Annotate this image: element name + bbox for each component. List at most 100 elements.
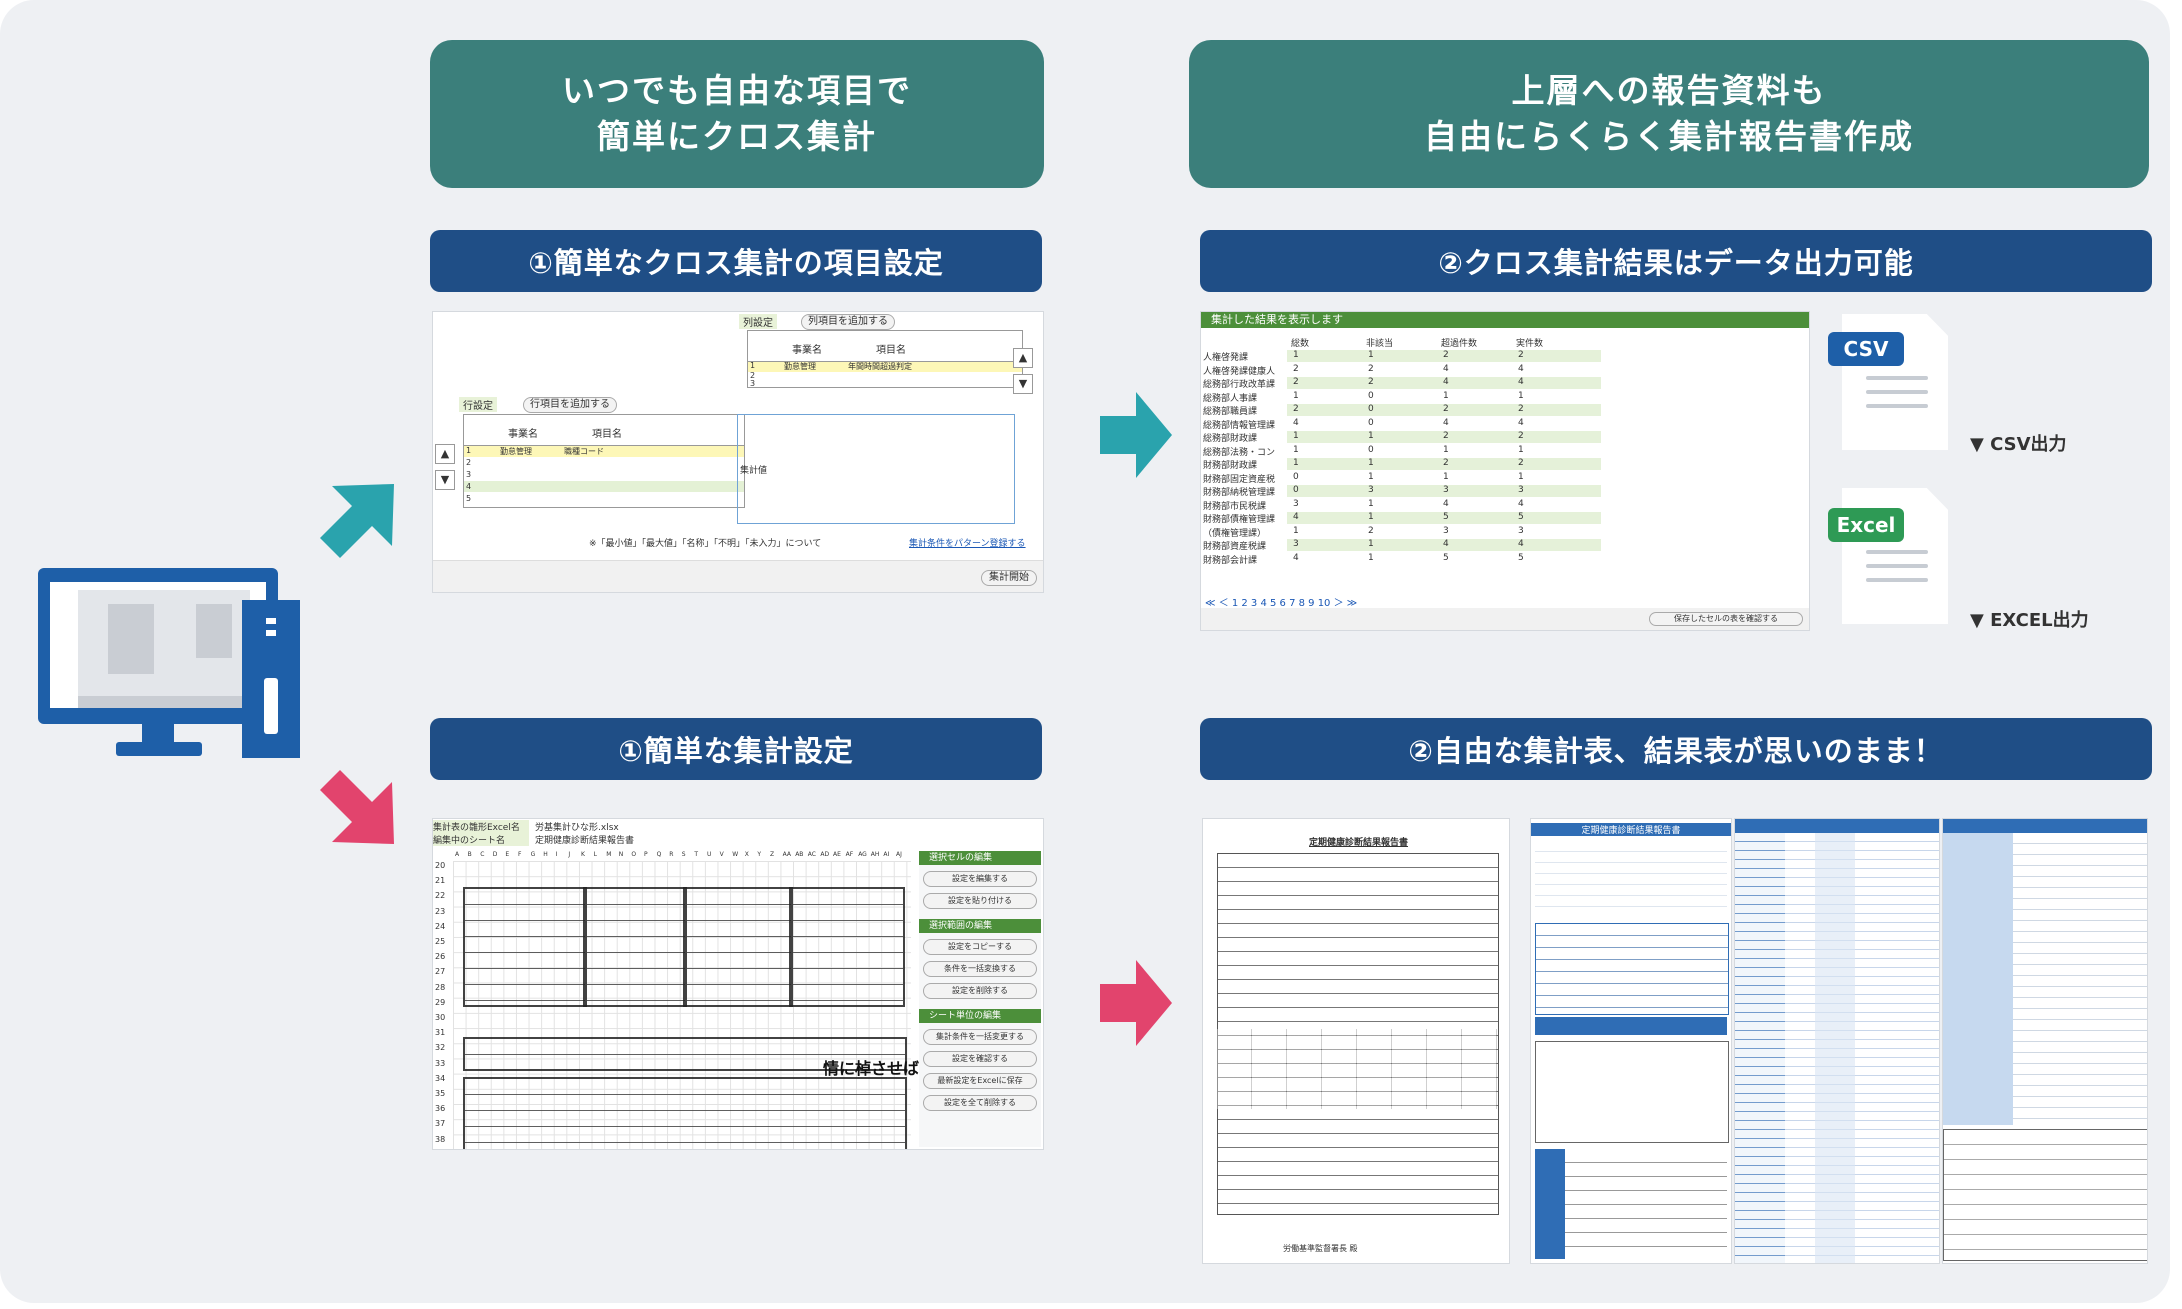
column-header[interactable]: M [606, 851, 612, 858]
column-header[interactable]: C [480, 851, 485, 858]
panel-action-button[interactable]: 条件を一括変換する [923, 961, 1037, 977]
result-cell: 3 [1443, 525, 1449, 536]
panel-action-button[interactable]: 最新設定をExcelに保存 [923, 1073, 1037, 1089]
column-header[interactable]: AE [833, 851, 841, 858]
row-header[interactable]: 35 [435, 1089, 446, 1098]
row-header[interactable]: 37 [435, 1119, 446, 1129]
result-cell: 4 [1293, 417, 1299, 428]
csv-export-label[interactable]: ▼ CSV出力 [1970, 434, 2067, 455]
result-row-name: 財務部市民税課 [1203, 501, 1267, 512]
row-header[interactable]: 29 [435, 997, 446, 1007]
result-cell: 4 [1443, 377, 1449, 387]
column-header[interactable]: I [555, 851, 558, 858]
result-cell: 0 [1368, 404, 1374, 414]
result-row-name: 財務部資産税課 [1203, 542, 1267, 552]
column-header[interactable]: A [455, 851, 460, 858]
panel-action-button[interactable]: 設定を削除する [923, 983, 1037, 999]
panel-action-button[interactable]: 設定を貼り付ける [923, 893, 1037, 909]
row-header[interactable]: 23 [435, 906, 446, 916]
column-header[interactable]: AH [870, 851, 880, 858]
aggregate-label: 集計値 [740, 466, 768, 476]
panel-action-button[interactable]: 集計条件を一括変更する [923, 1029, 1037, 1045]
column-header[interactable]: F [518, 851, 522, 858]
row-header[interactable]: 38 [435, 1134, 446, 1144]
column-header[interactable]: Y [757, 851, 762, 858]
column-header[interactable]: AD [820, 851, 830, 858]
move-down-button[interactable]: ▼ [435, 470, 455, 490]
row-header[interactable]: 25 [435, 937, 446, 946]
move-up-button[interactable]: ▲ [1013, 348, 1033, 368]
check-saved-table-button[interactable]: 保存したセルの表を確認する [1649, 612, 1803, 626]
column-header[interactable]: AF [845, 851, 854, 858]
row-header[interactable]: 31 [435, 1028, 446, 1038]
column-header[interactable]: H [543, 851, 548, 858]
row-header[interactable]: 27 [435, 967, 446, 977]
result-cell: 5 [1443, 512, 1449, 522]
pattern-register-link[interactable]: 集計条件をパターン登録する [909, 539, 1026, 549]
column-header[interactable]: D [492, 851, 498, 858]
column-header[interactable]: R [669, 851, 674, 858]
column-header[interactable]: AG [858, 851, 867, 858]
row-header[interactable]: 33 [435, 1058, 446, 1068]
column-header[interactable]: T [694, 851, 699, 858]
row-header[interactable]: 20 [435, 861, 446, 870]
col-row-business: 勤怠管理 [784, 362, 816, 371]
column-header[interactable]: B [467, 851, 472, 858]
excel-export-label[interactable]: ▼ EXCEL出力 [1970, 610, 2089, 631]
report-form-4 [1942, 818, 2148, 1264]
row-header[interactable]: 28 [435, 982, 446, 992]
move-up-button[interactable]: ▲ [435, 444, 455, 464]
row-header[interactable]: 36 [435, 1104, 446, 1114]
column-header[interactable]: AC [807, 851, 816, 858]
column-header[interactable]: AA [782, 851, 791, 858]
column-header[interactable]: K [581, 851, 585, 858]
start-aggregation-button[interactable]: 集計開始 [981, 570, 1037, 586]
panel-action-button[interactable]: 設定をコピーする [923, 939, 1037, 955]
row-header[interactable]: 34 [435, 1073, 446, 1083]
column-header[interactable]: X [744, 851, 749, 858]
pager-next-icon[interactable]: ＞ ≫ [1330, 598, 1358, 609]
move-down-button[interactable]: ▼ [1013, 374, 1033, 394]
add-row-item-button[interactable]: 行項目を追加する [523, 397, 617, 413]
column-header[interactable]: AJ [896, 851, 902, 858]
result-cell: 3 [1443, 485, 1449, 495]
result-cell: 2 [1518, 350, 1524, 360]
row-header[interactable]: 30 [435, 1013, 446, 1022]
panel-action-button[interactable]: 設定を全て削除する [923, 1095, 1037, 1111]
pager-pages[interactable]: 1 2 3 4 5 6 7 8 9 10 [1231, 598, 1331, 609]
column-header[interactable]: U [707, 851, 712, 858]
add-col-item-button[interactable]: 列項目を追加する [801, 314, 895, 330]
template-file-label: 集計表の雛形Excel名 [433, 820, 529, 833]
column-header[interactable]: N [618, 851, 624, 858]
column-header[interactable]: J [568, 851, 571, 858]
column-header[interactable]: G [530, 851, 536, 858]
row-no: 2 [466, 458, 472, 467]
column-header[interactable]: S [681, 851, 686, 858]
form-block [583, 887, 687, 1007]
panel-action-button[interactable]: 設定を確認する [923, 1051, 1037, 1067]
row-header[interactable]: 26 [435, 952, 446, 962]
row-header[interactable]: 21 [435, 876, 446, 886]
column-header[interactable]: O [631, 851, 637, 858]
column-header[interactable]: W [732, 851, 739, 858]
column-header[interactable]: P [644, 851, 648, 858]
pager-prev-icon[interactable]: ≪ ＜ [1205, 598, 1232, 609]
column-header[interactable]: AI [883, 851, 890, 858]
headline-left-line1: いつでも自由な項目で [562, 71, 912, 110]
column-header[interactable]: AB [795, 851, 804, 858]
row-header[interactable]: 24 [435, 921, 446, 931]
column-header[interactable]: V [719, 851, 724, 858]
column-header[interactable]: L [593, 851, 597, 858]
column-header[interactable]: E [505, 851, 510, 858]
column-header[interactable]: Q [656, 851, 662, 858]
col-row-no: 1 [750, 361, 756, 370]
column-header[interactable]: Z [770, 851, 775, 858]
panel-action-button[interactable]: 設定を編集する [923, 871, 1037, 887]
result-pager[interactable]: ≪ ＜ 1 2 3 4 5 6 7 8 9 10 ＞ ≫ [1205, 594, 1357, 609]
row-header[interactable]: 32 [435, 1043, 446, 1053]
row-header[interactable]: 22 [435, 891, 446, 901]
result-cell: 1 [1293, 431, 1299, 441]
result-cell: 1 [1518, 444, 1524, 455]
